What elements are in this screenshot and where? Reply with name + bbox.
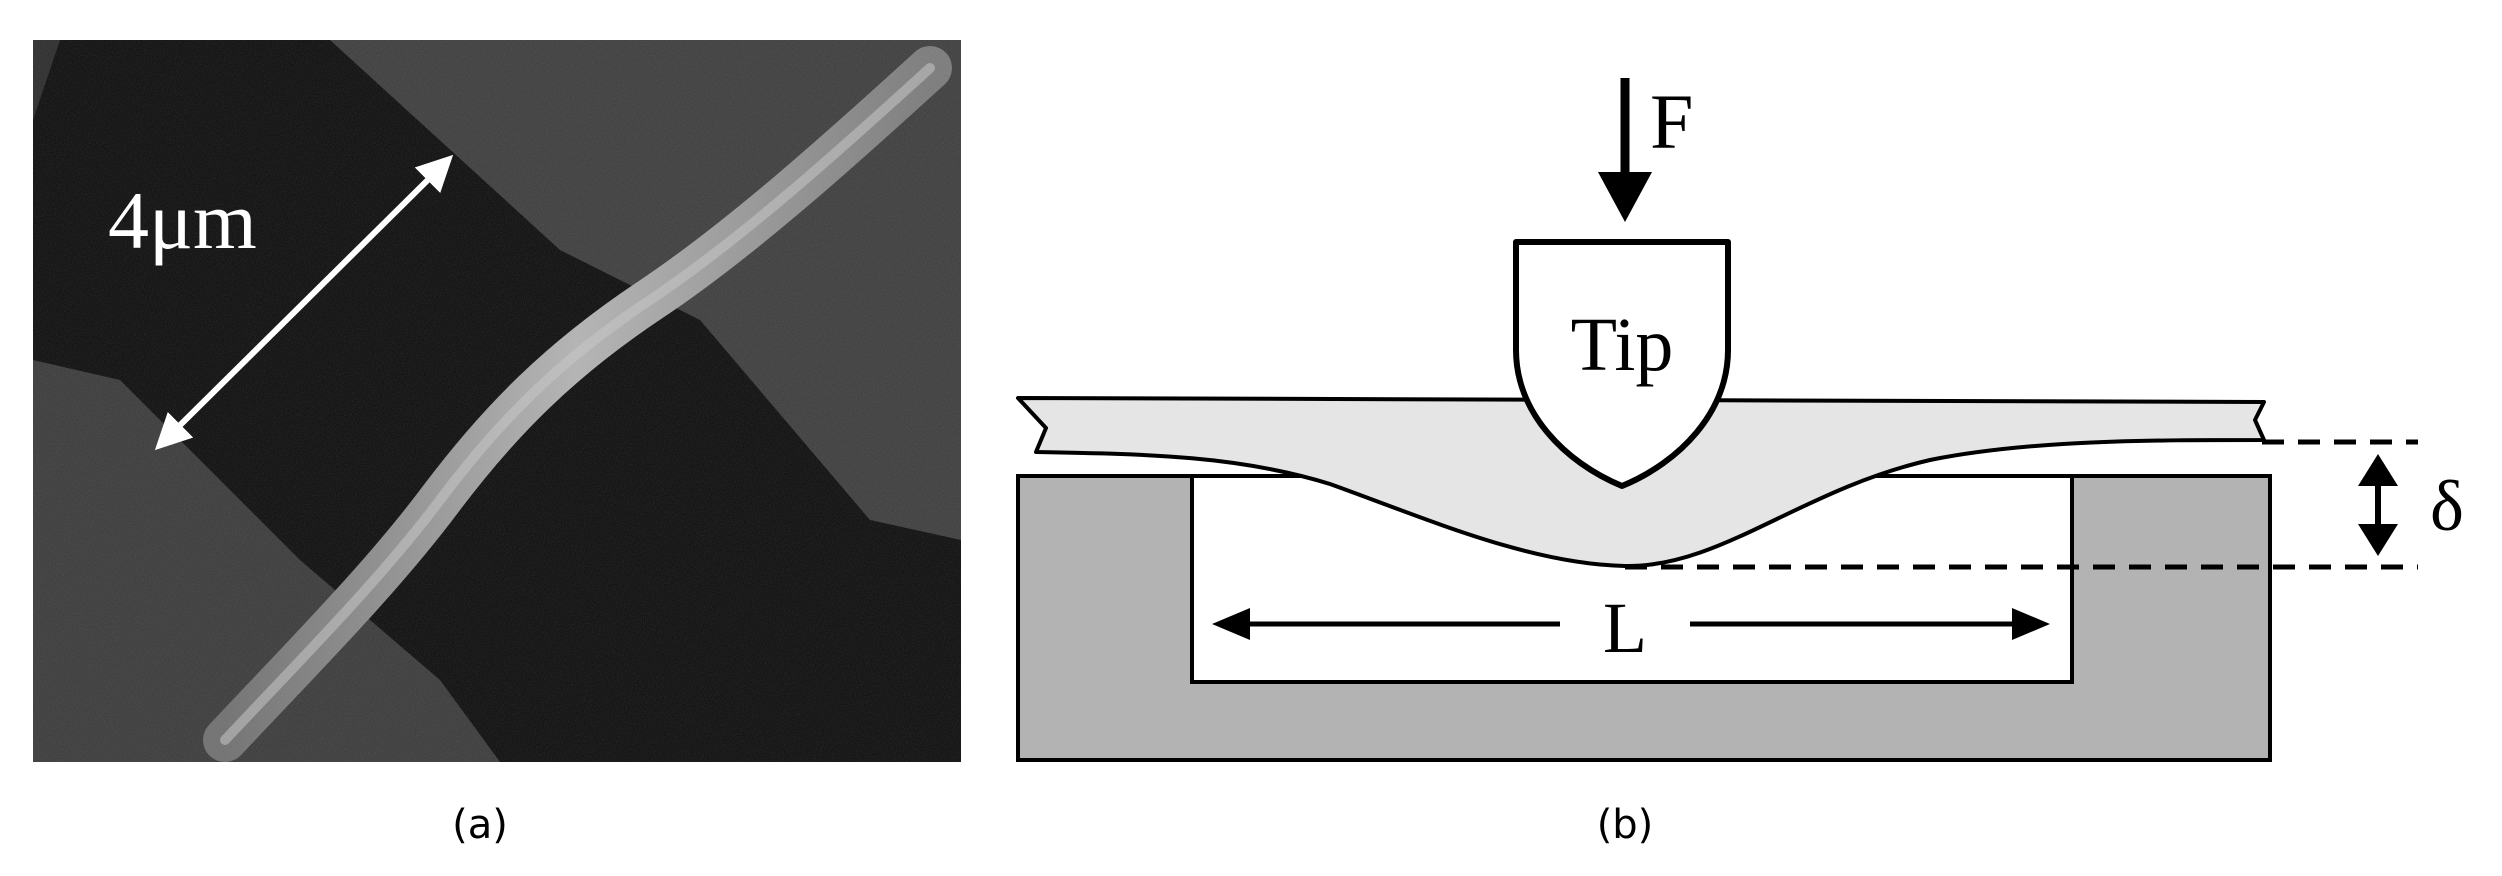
- deflection-label: δ: [2430, 466, 2464, 546]
- scale-label: 4μm: [108, 175, 257, 266]
- length-arrowhead-left: [1212, 608, 1250, 640]
- length-label: L: [1603, 588, 1647, 668]
- deflection-arrowhead-top: [2358, 454, 2398, 486]
- deflection-arrowhead-bottom: [2358, 524, 2398, 556]
- panel-a-caption: (a): [452, 802, 508, 848]
- tip-label: Tip: [1571, 303, 1674, 387]
- length-arrowhead-right: [2012, 608, 2050, 640]
- force-label: F: [1650, 78, 1693, 165]
- scale-double-arrow: [154, 154, 454, 451]
- afm-tip: [1513, 239, 1731, 489]
- force-arrowhead: [1598, 172, 1652, 222]
- panel-a-micrograph: [33, 40, 961, 762]
- panel-b-caption: (b): [1597, 802, 1654, 848]
- micrograph-grain: [33, 40, 961, 762]
- panel-b-schematic: L Tip F δ: [1016, 78, 2464, 762]
